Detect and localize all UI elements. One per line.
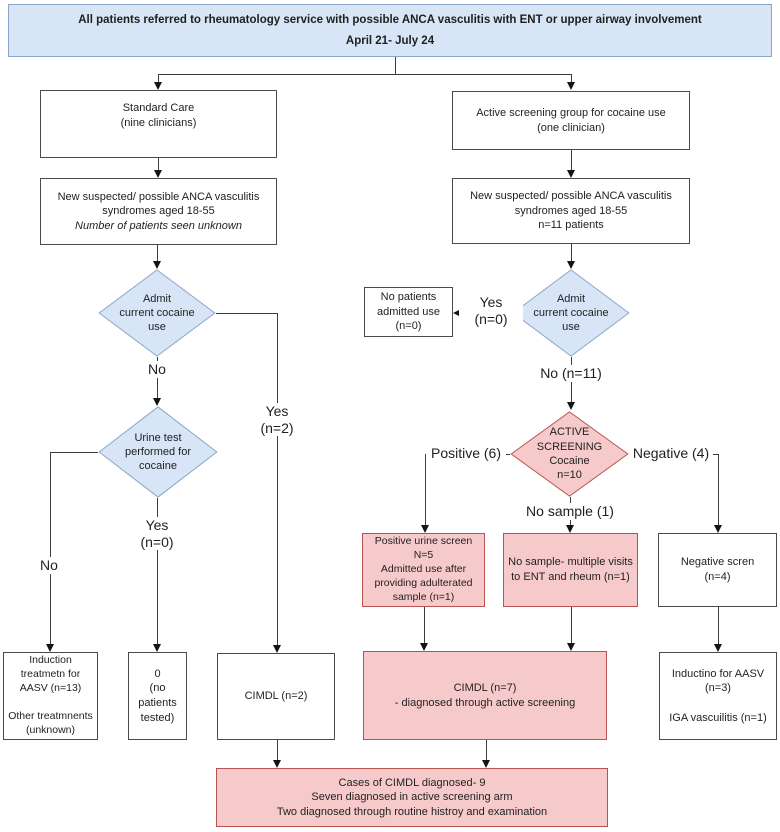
node-induction-left-text: Induction treatmetn for AASV (n=13) Othe…	[8, 654, 93, 736]
node-cimdl-2-text: CIMDL (n=2)	[244, 690, 308, 703]
arrowhead	[567, 261, 575, 269]
edge-label-no-sample-1: No sample (1)	[518, 503, 622, 520]
node-new-suspected-right: New suspected/ possible ANCA vasculitis …	[452, 178, 690, 244]
node-standard-care-text: Standard Care (nine clinicians)	[120, 102, 197, 129]
edge-label-no-n11: No (n=11)	[510, 365, 632, 382]
node-positive-urine: Positive urine screen N=5 Admitted use a…	[362, 533, 485, 607]
arrowhead	[154, 170, 162, 178]
node-new-suspected-left-text: New suspected/ possible ANCA vasculitis …	[57, 190, 260, 218]
edge-label-yes-n0-right: Yes (n=0)	[459, 294, 523, 328]
node-zero-tested-text: 0 (no patients tested)	[138, 667, 177, 724]
edge-label-positive-6: Positive (6)	[426, 445, 506, 462]
decision-admit-cocaine-right: Admit current cocaine use	[512, 269, 630, 357]
connector	[718, 607, 719, 644]
decision-urine-test-text: Urine test performed for cocaine	[124, 431, 192, 473]
connector	[425, 454, 426, 525]
arrowhead	[153, 398, 161, 406]
arrowhead	[714, 525, 722, 533]
connector-header-stub	[395, 57, 396, 74]
node-active-screening-group-text: Active screening group for cocaine use (…	[476, 106, 666, 134]
node-new-suspected-left-note: Number of patients seen unknown	[75, 219, 242, 232]
arrowhead	[273, 645, 281, 653]
node-no-patients-admitted: No patients admitted use (n=0)	[364, 287, 453, 337]
diamond-shape	[98, 406, 218, 498]
arrowhead	[566, 525, 574, 533]
arrowhead	[421, 525, 429, 533]
node-no-sample-text: No sample- multiple visits to ENT and rh…	[508, 556, 633, 583]
arrowhead	[153, 261, 161, 269]
arrowhead	[154, 82, 162, 90]
node-cases-summary-text: Cases of CIMDL diagnosed- 9 Seven diagno…	[276, 776, 548, 818]
arrowhead	[453, 309, 461, 317]
node-induction-left: Induction treatmetn for AASV (n=13) Othe…	[3, 652, 98, 740]
arrowhead	[567, 402, 575, 410]
edge-label-negative-4: Negative (4)	[629, 445, 713, 462]
connector-header-split	[158, 74, 572, 75]
decision-active-screening: ACTIVE SCREENING Cocaine n=10	[510, 411, 629, 497]
node-new-suspected-left: New suspected/ possible ANCA vasculitis …	[40, 178, 277, 245]
node-negative-screen-text: Negative scren (n=4)	[680, 556, 755, 583]
header-title: All patients referred to rheumatology se…	[78, 14, 702, 26]
arrowhead	[420, 643, 428, 651]
arrowhead	[567, 643, 575, 651]
arrowhead	[153, 644, 161, 652]
node-active-screening-group: Active screening group for cocaine use (…	[452, 91, 690, 150]
connector	[486, 740, 487, 760]
node-no-sample: No sample- multiple visits to ENT and rh…	[503, 533, 638, 607]
arrowhead	[714, 644, 722, 652]
arrowhead	[273, 760, 281, 768]
node-zero-tested: 0 (no patients tested)	[128, 652, 187, 740]
connector	[157, 245, 158, 261]
header-box: All patients referred to rheumatology se…	[8, 4, 772, 57]
diamond-shape	[510, 411, 629, 497]
node-new-suspected-right-text: New suspected/ possible ANCA vasculitis …	[470, 190, 672, 232]
arrowhead	[46, 644, 54, 652]
node-standard-care: Standard Care (nine clinicians)	[40, 90, 277, 158]
arrowhead	[567, 170, 575, 178]
node-cimdl-7: CIMDL (n=7) - diagnosed through active s…	[363, 651, 607, 740]
connector	[277, 740, 278, 760]
connector	[216, 313, 277, 314]
decision-admit-cocaine-right-text: Admit current cocaine use	[533, 292, 609, 334]
node-induction-right: Inductino for AASV (n=3) IGA vascuilitis…	[659, 652, 777, 740]
node-cimdl-2: CIMDL (n=2)	[217, 653, 335, 740]
decision-active-screening-text: ACTIVE SCREENING Cocaine n=10	[536, 426, 603, 482]
decision-admit-cocaine-left: Admit current cocaine use	[98, 269, 216, 357]
edge-label-yes-n0: Yes (n=0)	[127, 517, 187, 551]
node-induction-right-text: Inductino for AASV (n=3) IGA vascuilitis…	[669, 667, 767, 724]
node-no-patients-admitted-text: No patients admitted use (n=0)	[377, 291, 440, 333]
connector	[277, 313, 278, 645]
edge-label-yes-n2: Yes (n=2)	[247, 403, 307, 437]
edge-label-no: No	[132, 361, 182, 378]
arrowhead	[567, 82, 575, 90]
connector	[571, 244, 572, 261]
decision-urine-test: Urine test performed for cocaine	[98, 406, 218, 498]
header-date-range: April 21- July 24	[345, 35, 435, 47]
connector-to-active-screening	[571, 74, 572, 83]
connector	[571, 150, 572, 170]
connector	[158, 158, 159, 170]
node-cimdl-7-text: CIMDL (n=7) - diagnosed through active s…	[394, 681, 576, 709]
connector	[571, 607, 572, 643]
node-negative-screen: Negative scren (n=4)	[658, 533, 777, 607]
node-cases-summary: Cases of CIMDL diagnosed- 9 Seven diagno…	[216, 768, 608, 827]
connector	[718, 454, 719, 525]
diamond-shape	[512, 269, 630, 357]
connector-to-standard-care	[158, 74, 159, 83]
connector	[50, 452, 51, 644]
decision-admit-cocaine-left-text: Admit current cocaine use	[119, 292, 195, 334]
edge-label-no: No	[24, 557, 74, 574]
connector	[157, 498, 158, 644]
connector	[424, 607, 425, 643]
connector	[50, 452, 98, 453]
node-positive-urine-text: Positive urine screen N=5 Admitted use a…	[374, 535, 473, 603]
arrowhead	[482, 760, 490, 768]
diamond-shape	[98, 269, 216, 357]
